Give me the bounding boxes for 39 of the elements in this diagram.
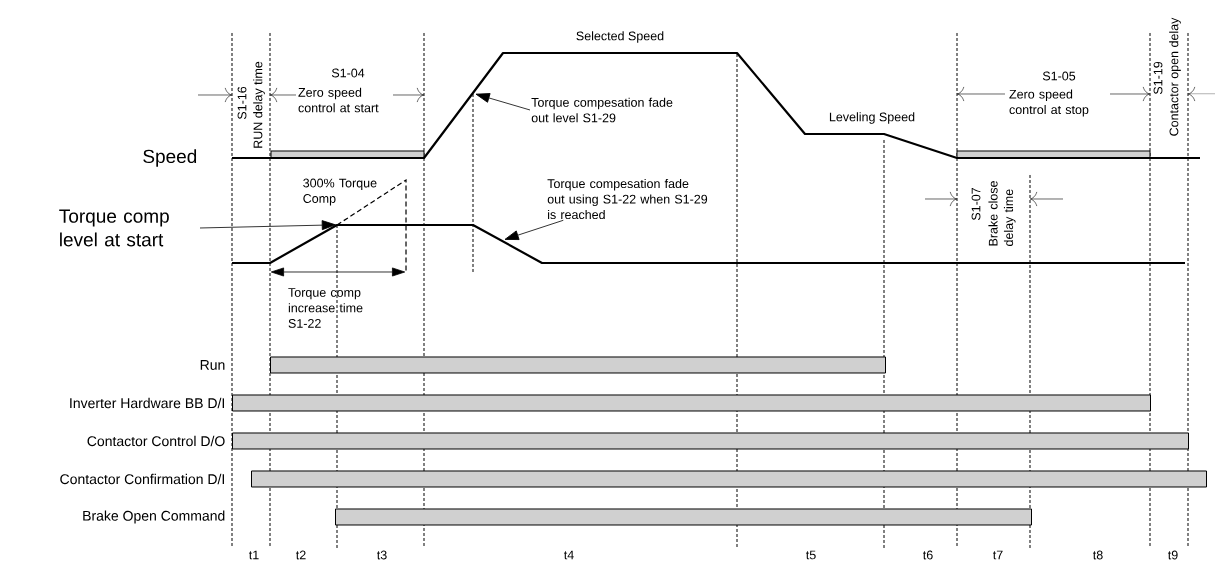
callout-text: Torque compesation fade out using S1-22 when S1-29 is reached <box>547 178 708 220</box>
annotation-text: Contactor open delay <box>1169 17 1181 136</box>
signal-bar <box>251 470 1207 488</box>
time-label: t8 <box>1093 550 1103 560</box>
time-label: t5 <box>806 550 816 560</box>
annotation-text: Leveling Speed <box>829 112 915 124</box>
leader-arrow <box>199 220 336 231</box>
annotation-text: Zero speed control at start <box>298 87 379 113</box>
annotation-text: S1-07 <box>971 187 981 221</box>
signal-name: Contactor Confirmation D/I <box>60 473 224 485</box>
signal-name: Brake Open Command <box>83 510 225 524</box>
time-label: t9 <box>1168 550 1178 560</box>
annotation-text: S1-19 <box>1153 61 1163 95</box>
leader-arrow <box>475 93 531 111</box>
signal-bar <box>232 432 1189 450</box>
callout-text: Torque comp level at start <box>59 209 169 247</box>
annotation-text: RUN delay time <box>253 61 265 148</box>
speed-curve <box>232 51 1200 160</box>
annotation-text: Zero speed control at stop <box>1009 89 1089 117</box>
time-label: t4 <box>564 550 574 560</box>
signal-name: Run <box>200 360 225 370</box>
signal-name: Contactor Control D/O <box>87 435 225 447</box>
annotation-text: Torque comp increase time S1-22 <box>288 288 363 328</box>
time-label: t2 <box>296 550 306 560</box>
annotation-text: S1-16 <box>237 86 247 120</box>
signal-bar <box>270 356 886 374</box>
time-label: t7 <box>993 550 1003 560</box>
annotation-text: 300% Torque Comp <box>303 178 377 206</box>
axis-label: Speed <box>143 149 197 167</box>
signal-bar <box>232 394 1151 412</box>
time-label: t3 <box>377 550 387 560</box>
time-label: t1 <box>249 550 259 560</box>
annotation-text: Brake close delay time <box>988 181 1016 246</box>
annotation-text: S1-05 <box>1042 71 1076 81</box>
leader-arrow <box>504 219 564 240</box>
signal-bar <box>335 508 1032 526</box>
signal-name: Inverter Hardware BB D/I <box>70 397 224 409</box>
annotation-text: S1-04 <box>331 68 365 78</box>
time-label: t6 <box>923 550 933 560</box>
